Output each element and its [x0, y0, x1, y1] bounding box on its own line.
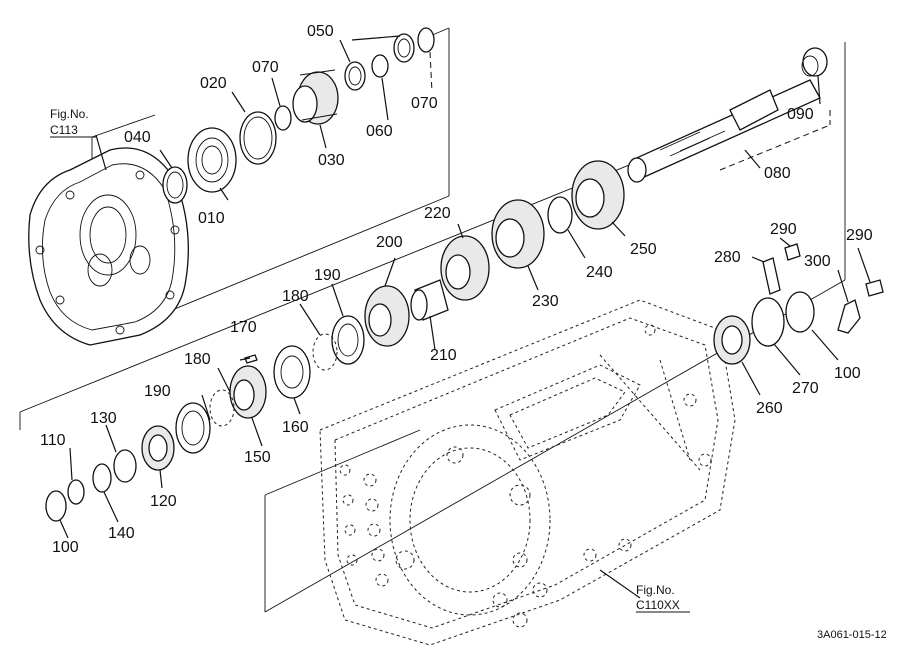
part-label-070-right: 070 — [411, 95, 438, 112]
drawing-code: 3A061-015-12 — [817, 629, 887, 641]
figure-ref-title: Fig.No. — [636, 583, 675, 597]
part-label-100-right: 100 — [834, 365, 861, 382]
part-label-050: 050 — [307, 23, 334, 40]
figure-ref-title: Fig.No. — [50, 107, 89, 121]
part-label-150: 150 — [244, 449, 271, 466]
part-label-110: 110 — [40, 432, 66, 449]
part-label-220: 220 — [424, 205, 451, 222]
part-label-100-left: 100 — [52, 539, 79, 556]
part-label-080: 080 — [764, 165, 791, 182]
part-label-010: 010 — [198, 210, 225, 227]
figure-ref-code: C110XX — [636, 598, 680, 612]
part-label-210: 210 — [430, 347, 457, 364]
part-label-020: 020 — [200, 75, 227, 92]
part-label-290: 290 — [770, 221, 797, 238]
part-label-070: 070 — [252, 59, 279, 76]
parts-right-side — [713, 243, 884, 365]
part-label-230: 230 — [532, 293, 559, 310]
part-label-140: 140 — [108, 525, 135, 542]
part-label-180: 180 — [282, 288, 309, 305]
part-labels: 040 020 070 050 010 030 060 070 090 080 … — [40, 23, 873, 556]
part-label-240: 240 — [586, 264, 613, 281]
part-label-250: 250 — [630, 241, 657, 258]
part-label-040: 040 — [124, 129, 151, 146]
part-label-060: 060 — [366, 123, 393, 140]
housing-cover-c113 — [28, 147, 189, 346]
figure-ref-c113: Fig.No. C113 — [50, 107, 96, 138]
part-label-290-right: 290 — [846, 227, 873, 244]
part-label-300: 300 — [804, 253, 831, 270]
part-label-090: 090 — [787, 106, 814, 123]
part-label-260: 260 — [756, 400, 783, 417]
parts-upper-row — [162, 27, 831, 204]
part-label-030: 030 — [318, 152, 345, 169]
part-label-130: 130 — [90, 410, 117, 427]
part-label-170: 170 — [230, 319, 257, 336]
part-label-280: 280 — [714, 249, 741, 266]
parts-middle-row — [229, 160, 625, 419]
part-label-200: 200 — [376, 234, 403, 251]
figure-ref-code: C113 — [50, 123, 78, 137]
part-label-160: 160 — [282, 419, 309, 436]
part-label-120: 120 — [150, 493, 177, 510]
transmission-case-c110xx — [319, 299, 736, 646]
figure-ref-c110xx: Fig.No. C110XX — [636, 583, 690, 613]
part-label-190-lower: 190 — [144, 383, 171, 400]
parts-lower-row — [45, 389, 235, 522]
leader-lines — [59, 35, 871, 599]
part-label-180-lower: 180 — [184, 351, 211, 368]
part-label-270: 270 — [792, 380, 819, 397]
part-label-190: 190 — [314, 267, 341, 284]
